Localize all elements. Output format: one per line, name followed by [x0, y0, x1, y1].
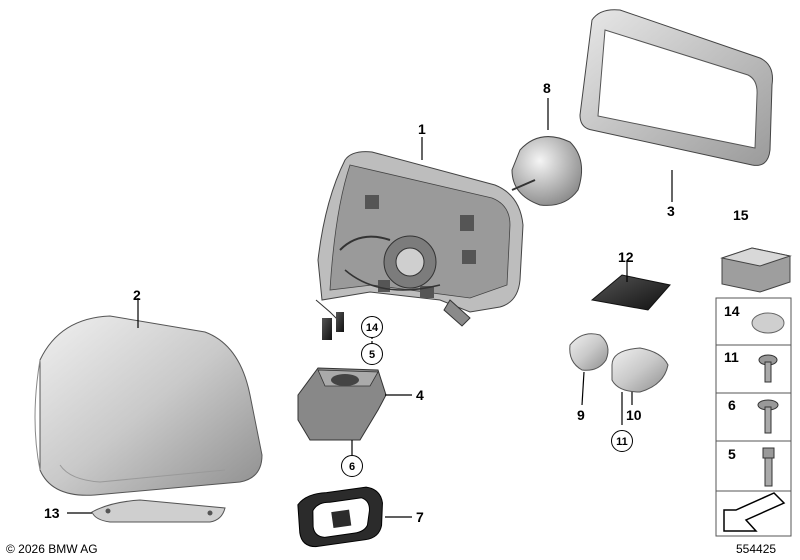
callout-4: 4 — [416, 387, 424, 403]
callout-3: 3 — [667, 203, 675, 219]
circled-callout-5: 5 — [361, 343, 383, 365]
diagram-number: 554425 — [736, 542, 777, 556]
panel-number-14: 14 — [724, 303, 740, 319]
panel-number-11: 11 — [724, 349, 739, 365]
circled-callout-14: 14 — [361, 316, 383, 338]
callout-8: 8 — [543, 80, 551, 96]
copyright-text: © 2026 BMW AG — [6, 542, 98, 556]
panel-number-6: 6 — [728, 397, 736, 413]
parts-panel — [715, 297, 792, 537]
bolt-long-icon — [762, 447, 775, 487]
box-15-part — [720, 247, 792, 293]
cap-disc-icon — [751, 312, 785, 334]
arrow-down-left-icon — [723, 492, 786, 532]
mirror-motor-part — [511, 136, 583, 206]
callout-13: 13 — [44, 505, 60, 521]
panel-number-5: 5 — [728, 446, 736, 462]
callout-7: 7 — [416, 509, 424, 525]
callout-10: 10 — [626, 407, 642, 423]
right-cover-part — [611, 347, 669, 393]
screw-round-head-icon — [758, 354, 778, 383]
callout-9: 9 — [577, 407, 585, 423]
callout-2: 2 — [133, 287, 141, 303]
circled-callout-11: 11 — [611, 430, 633, 452]
callout-15: 15 — [733, 207, 749, 223]
left-cover-part — [569, 333, 609, 371]
leader-lines — [67, 98, 673, 518]
screw-torx-icon — [757, 399, 779, 434]
callout-12: 12 — [618, 249, 634, 265]
mirror-frame-part — [579, 9, 773, 166]
circled-callout-6: 6 — [341, 455, 363, 477]
mirror-housing-part — [315, 151, 524, 340]
gasket-part — [297, 486, 383, 548]
lower-trim-part — [91, 499, 226, 523]
adhesive-pad-part — [590, 274, 671, 311]
callout-1: 1 — [418, 121, 426, 137]
bracket-part — [297, 367, 387, 441]
mirror-cap-part — [34, 315, 263, 496]
